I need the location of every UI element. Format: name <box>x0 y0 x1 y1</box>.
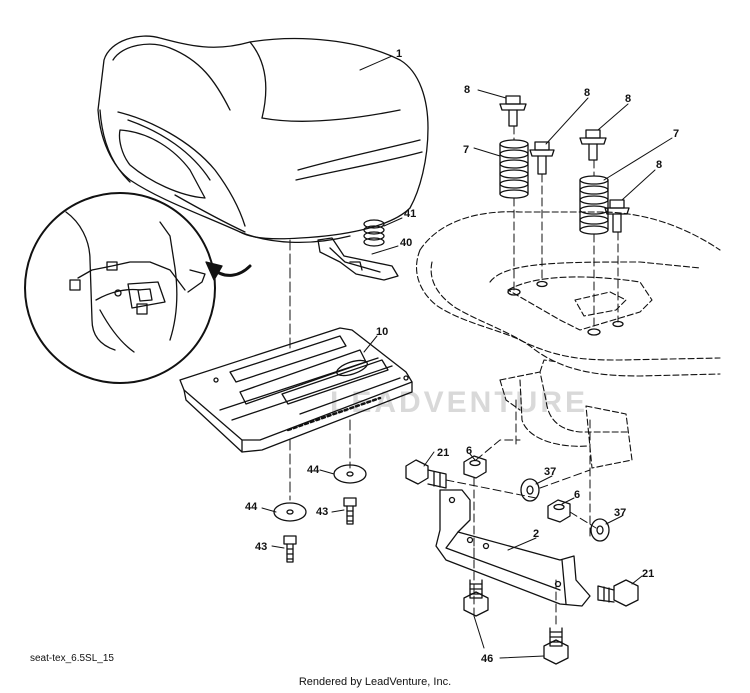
callout-43b: 43 <box>316 506 328 518</box>
nut-6-right[interactable] <box>547 499 571 523</box>
callout-21b: 21 <box>642 568 654 580</box>
mower-frame <box>416 211 721 469</box>
hardware-center-lines <box>445 439 597 629</box>
callout-46: 46 <box>481 653 493 665</box>
bolt-8-b[interactable] <box>529 141 555 175</box>
spring-41-part[interactable] <box>363 219 385 247</box>
seat-pan-part[interactable] <box>179 327 413 453</box>
callout-8b: 8 <box>584 87 590 99</box>
bolt-21-left[interactable] <box>405 459 447 489</box>
callout-8c: 8 <box>625 93 631 105</box>
callout-7b: 7 <box>673 128 679 140</box>
spring-7-left[interactable] <box>499 139 529 199</box>
callout-10: 10 <box>376 326 388 338</box>
callout-21a: 21 <box>437 447 449 459</box>
callout-41: 41 <box>404 208 416 220</box>
bolt-center-lines <box>513 125 619 541</box>
callout-6b: 6 <box>574 489 580 501</box>
clip-40-part[interactable] <box>317 237 399 281</box>
leader-lines <box>261 55 673 659</box>
bolt-8-a[interactable] <box>499 95 527 127</box>
diagram-id-label: seat-tex_6.5SL_15 <box>30 653 114 664</box>
bracket-2-part[interactable] <box>435 489 591 607</box>
bolt-46-right[interactable] <box>543 627 569 665</box>
bolt-46-left[interactable] <box>463 579 489 617</box>
callout-44a: 44 <box>245 501 258 513</box>
watermark-text: LEADVENTURE <box>330 386 588 419</box>
nut-6-left[interactable] <box>463 455 487 479</box>
callout-6a: 6 <box>466 445 472 457</box>
washer-37-right[interactable] <box>590 518 610 542</box>
callout-1: 1 <box>396 48 402 60</box>
rendered-by-credit: Rendered by LeadVenture, Inc. <box>298 676 452 688</box>
washer-37-left[interactable] <box>520 478 540 502</box>
washer-44-left[interactable] <box>273 502 307 522</box>
callout-7a: 7 <box>463 144 469 156</box>
callout-43a: 43 <box>255 541 267 553</box>
callout-labels: 1 8 8 8 7 7 8 41 40 10 21 6 37 6 37 2 21… <box>245 48 679 665</box>
callout-37b: 37 <box>614 507 626 519</box>
callout-8d: 8 <box>656 159 662 171</box>
callout-2: 2 <box>533 528 539 540</box>
bolt-8-c[interactable] <box>579 129 607 161</box>
seat-part[interactable] <box>97 35 429 244</box>
callout-8a: 8 <box>464 84 470 96</box>
callout-44b: 44 <box>307 464 320 476</box>
callout-40: 40 <box>400 237 412 249</box>
inset-detail-view <box>24 192 252 384</box>
bolt-21-right[interactable] <box>597 579 639 607</box>
bolt-43-right[interactable] <box>343 497 357 525</box>
callout-37a: 37 <box>544 466 556 478</box>
spring-7-right[interactable] <box>579 175 609 235</box>
bolt-43-left[interactable] <box>283 535 297 563</box>
